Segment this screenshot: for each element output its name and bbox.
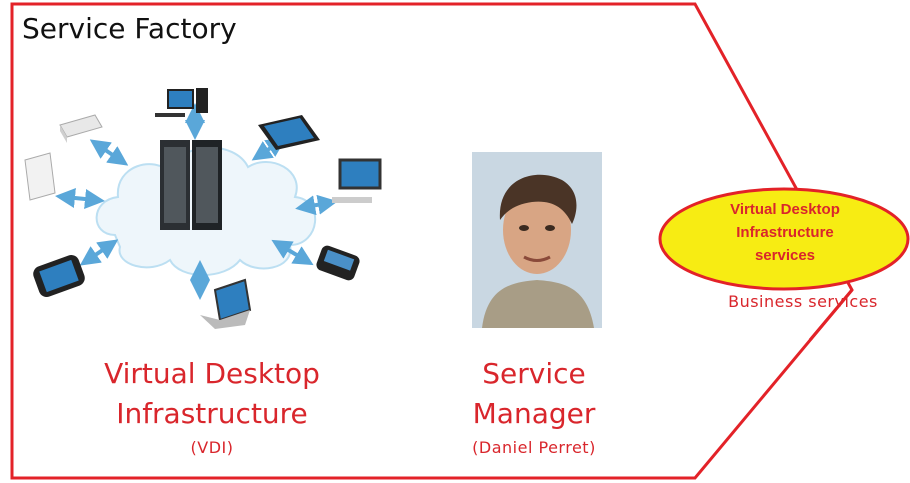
business-service-line3: services [754, 247, 816, 264]
service-manager-name: (Daniel Perret) [472, 438, 596, 457]
business-services-label: Business services [728, 292, 878, 311]
vdi-title: Virtual Desktop Infrastructure [62, 354, 362, 434]
frame-edge-overlay [808, 289, 854, 341]
factory-boundary [10, 2, 854, 480]
manager-title-line2: Manager [472, 397, 596, 430]
smartphone-icon [33, 255, 85, 297]
monitor-keyboard-icon [332, 158, 382, 203]
mobile-phone-icon [316, 245, 360, 281]
tablet-icon [258, 115, 320, 150]
vdi-title-line2: Infrastructure [116, 397, 308, 430]
connection-arrows [55, 103, 338, 300]
manager-title-line1: Service [482, 357, 586, 390]
service-manager-photo [472, 152, 602, 328]
business-service-line1: Virtual Desktop [730, 201, 840, 218]
laptop-icon [200, 278, 252, 329]
thin-client-icon [59, 114, 103, 143]
vdi-network-illustration [24, 88, 382, 329]
vdi-title-line1: Virtual Desktop [104, 357, 320, 390]
tower-pc-icon [24, 152, 56, 201]
desktop-computer-icon [155, 88, 208, 117]
factory-title: Service Factory [22, 12, 237, 45]
server-rack-icon [160, 140, 222, 230]
business-service-name: Virtual Desktop Infrastructure services [690, 198, 880, 267]
business-service-line2: Infrastructure [736, 224, 834, 241]
vdi-abbreviation: (VDI) [190, 438, 234, 457]
business-service-ellipse [658, 187, 910, 291]
service-manager-title: Service Manager [434, 354, 634, 434]
